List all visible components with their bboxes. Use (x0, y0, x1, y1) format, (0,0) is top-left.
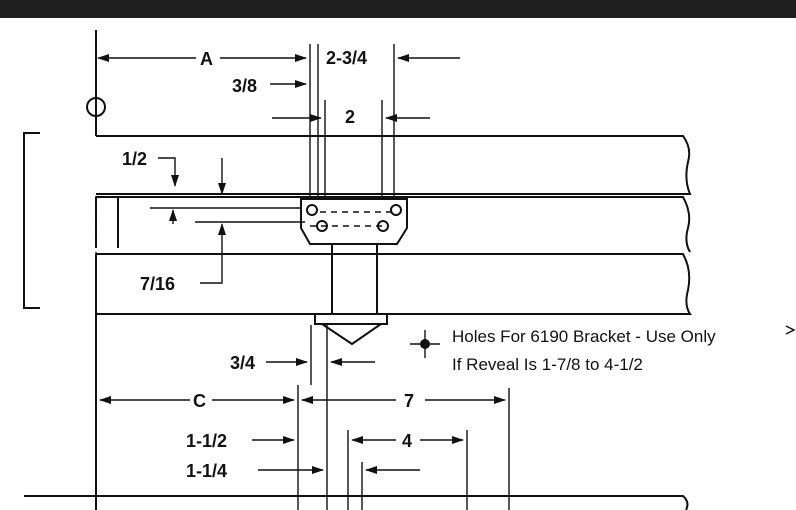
hole-legend-icon (410, 330, 440, 358)
dim-1-1-4-label: 1-1/4 (186, 461, 227, 481)
top-border-bar (0, 0, 796, 18)
dim-3-8-label: 3/8 (232, 76, 257, 96)
dim-7-16 (195, 158, 305, 284)
dim-4 (347, 430, 468, 510)
dim-1-2 (150, 157, 300, 224)
dim-2-label: 2 (345, 107, 355, 127)
dim-2 (272, 100, 430, 200)
pivot-circle (86, 97, 106, 117)
dim-7-label: 7 (404, 391, 414, 411)
dim-1-1-2-label: 1-1/2 (186, 431, 227, 451)
dim-c (99, 385, 299, 510)
dim-7-16-label: 7/16 (140, 274, 175, 294)
bracket (300, 198, 408, 346)
dim-2-3-4-label: 2-3/4 (326, 48, 367, 68)
hole-icon (377, 220, 389, 232)
dim-1-1-4 (258, 462, 420, 510)
hole-icon (316, 220, 328, 232)
dim-4-label: 4 (402, 431, 412, 451)
legend-line-1: Holes For 6190 Bracket - Use Only (452, 327, 716, 346)
dim-c-label: C (193, 391, 206, 411)
dim-3-4-label: 3/4 (230, 353, 255, 373)
dim-7 (301, 388, 510, 510)
dim-3-4 (266, 325, 375, 510)
dim-1-2-label: 1/2 (122, 149, 147, 169)
hole-icon (306, 204, 318, 216)
dim-2-3-4 (317, 44, 460, 200)
hole-icon (390, 204, 402, 216)
frame-outline (23, 30, 692, 510)
legend-line-2: If Reveal Is 1-7/8 to 4-1/2 (452, 355, 643, 374)
dim-a-label: A (200, 49, 213, 69)
edge-mark (785, 325, 796, 335)
dim-a (97, 44, 311, 200)
